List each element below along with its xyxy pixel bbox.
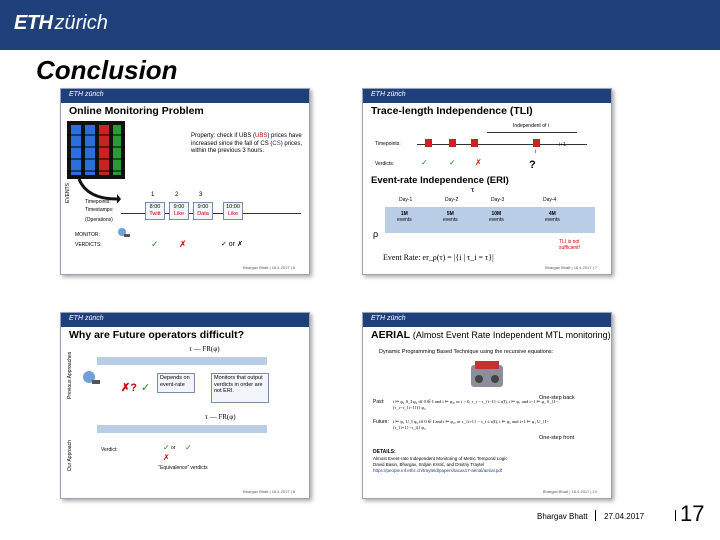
verdicts-label: VERDICTS: bbox=[75, 242, 102, 248]
slide-thumbnail-tli-eri[interactable]: ETH zürich Trace-length Independence (TL… bbox=[362, 88, 612, 275]
independent-bracket bbox=[487, 132, 577, 133]
future-label: Future: bbox=[373, 419, 389, 425]
rho-label: ρ bbox=[373, 229, 378, 239]
event-marker bbox=[533, 139, 540, 147]
row-label-timepoints: Timepoints: bbox=[85, 199, 111, 205]
timepoint-2: 2 bbox=[175, 192, 178, 198]
footer-divider bbox=[595, 510, 596, 521]
slide-title: Conclusion bbox=[36, 55, 178, 86]
thumb-logo: ETH zürich bbox=[371, 315, 406, 322]
row-label-timestamps: Timestamps: bbox=[85, 207, 113, 213]
question-mark: ? bbox=[529, 159, 536, 171]
ip1-label: i+1 bbox=[559, 142, 566, 148]
monitor-icon bbox=[81, 369, 101, 387]
thumb-logo: ETH zürich bbox=[69, 91, 104, 98]
one-step-back-label: One-step back bbox=[539, 395, 575, 401]
check-icon: ✓ bbox=[163, 443, 170, 452]
presenter-name: Bhargav Bhatt bbox=[537, 512, 588, 521]
or-label: or bbox=[171, 445, 175, 451]
thumb-title: Trace-length Independence (TLI) bbox=[371, 105, 533, 117]
timepoint-1: 1 bbox=[151, 192, 154, 198]
cross-question-icon: ✗? bbox=[121, 381, 137, 394]
row-label-operations: (Operations) bbox=[85, 217, 113, 223]
verdict-cross-icon: ✗ bbox=[179, 239, 187, 250]
i-label: i bbox=[535, 149, 536, 155]
window-band bbox=[97, 425, 267, 433]
thumb-title: Why are Future operators difficult? bbox=[69, 329, 244, 341]
check-icon: ✓ bbox=[421, 158, 428, 167]
server-rack-image bbox=[67, 121, 125, 179]
our-approach-label: Our Approach bbox=[67, 440, 73, 471]
cross-icon: ✗ bbox=[475, 158, 482, 167]
eri-title: Event-rate Independence (ERI) bbox=[371, 175, 509, 186]
monitor-label: MONITOR: bbox=[75, 232, 100, 238]
slide-thumbnail-future-operators[interactable]: ETH zürich Why are Future operators diff… bbox=[60, 312, 310, 499]
thumb-footer: Bhargav Bhatt | 18.4.2017 | 7 bbox=[545, 265, 597, 270]
details-url[interactable]: https://people.inf.ethz.ch/trayteld/pape… bbox=[373, 468, 502, 473]
thumb-logo: ETH zürich bbox=[69, 315, 104, 322]
monitor-icon bbox=[117, 227, 131, 239]
slide-thumbnail-online-monitoring[interactable]: ETH zürich Online Monitoring Problem Pro… bbox=[60, 88, 310, 275]
thumb-footer: Bhargav Bhatt | 18.4.2017 | 8 bbox=[243, 489, 295, 494]
tli-note: TLI is not sufficient! bbox=[559, 239, 599, 251]
thumb-footer: Bhargav Bhatt | 18.4.2017 | 6 bbox=[243, 265, 295, 270]
property-text: Property: check if UBS (UBS) prices have… bbox=[191, 133, 303, 156]
verdict-label: Verdict: bbox=[101, 447, 118, 453]
timepoints-label: Timepoints: bbox=[375, 141, 401, 147]
event-marker bbox=[449, 139, 456, 147]
past-label: Past: bbox=[373, 399, 384, 405]
check-icon: ✓ bbox=[185, 443, 192, 452]
event-marker bbox=[471, 139, 478, 147]
thumb-title: Online Monitoring Problem bbox=[69, 105, 204, 117]
day-label: Day-3 bbox=[491, 197, 504, 203]
details-authors: David Basin, Bhargav, Srdjan Krstić, and… bbox=[373, 462, 484, 467]
details-title: Almost Event-rate Independent Monitoring… bbox=[373, 456, 508, 461]
day-label: Day-4 bbox=[543, 197, 556, 203]
equivalence-note: “Equivalence” verdicts bbox=[153, 465, 213, 471]
footer-divider bbox=[675, 510, 676, 521]
one-step-front-label: One-step front bbox=[539, 435, 574, 441]
header-bar bbox=[0, 0, 720, 50]
independent-label: Independent of i bbox=[513, 123, 549, 129]
window-band bbox=[97, 357, 267, 365]
check-icon: ✓ bbox=[141, 381, 150, 394]
event-marker bbox=[425, 139, 432, 147]
events-side-label: EVENTS bbox=[65, 183, 71, 203]
previous-approaches-label: Previous Approaches bbox=[67, 352, 73, 399]
engine-image bbox=[467, 359, 507, 391]
slide-thumbnail-aerial[interactable]: ETH zürich AERIAL (Almost Event Rate Ind… bbox=[362, 312, 612, 499]
future-equation: i ⊨ φ₁ U_I φ₂ iff 0 ∈ I and i ⊨ φ₂, or τ… bbox=[393, 419, 573, 431]
tau-label: τ bbox=[471, 187, 474, 194]
depends-note: Depends on event-rate bbox=[157, 373, 195, 393]
details-label: DETAILS: bbox=[373, 449, 396, 455]
formula-previous: τ — FR(φ) bbox=[189, 345, 220, 353]
day-label: Day-2 bbox=[445, 197, 458, 203]
day-label: Day-1 bbox=[399, 197, 412, 203]
page-number: 17 bbox=[680, 501, 704, 527]
thumb-footer: Bhargav Bhatt | 18.4.2017 | 10 bbox=[543, 489, 597, 494]
event-rate-formula: Event Rate: er_ρ(τ) = |{i | τ_i = τ}| bbox=[383, 253, 494, 262]
timepoint-3: 3 bbox=[199, 192, 202, 198]
thumb-logo: ETH zürich bbox=[371, 91, 406, 98]
monitors-note: Monitors that output verdicts in order a… bbox=[211, 373, 269, 403]
formula-ours: τ — FR(φ) bbox=[205, 413, 236, 421]
intro-text: Dynamic Programming Based Technique usin… bbox=[379, 349, 553, 355]
presentation-date: 27.04.2017 bbox=[604, 512, 644, 521]
check-icon: ✓ bbox=[449, 158, 456, 167]
cross-icon: ✗ bbox=[163, 453, 170, 462]
verdict-check-icon: ✓ bbox=[151, 239, 159, 250]
verdicts-label: Verdicts: bbox=[375, 161, 394, 167]
thumb-title: AERIAL (Almost Event Rate Independent MT… bbox=[371, 329, 611, 341]
verdict-either-icon: ✓ or ✗ bbox=[221, 240, 243, 248]
